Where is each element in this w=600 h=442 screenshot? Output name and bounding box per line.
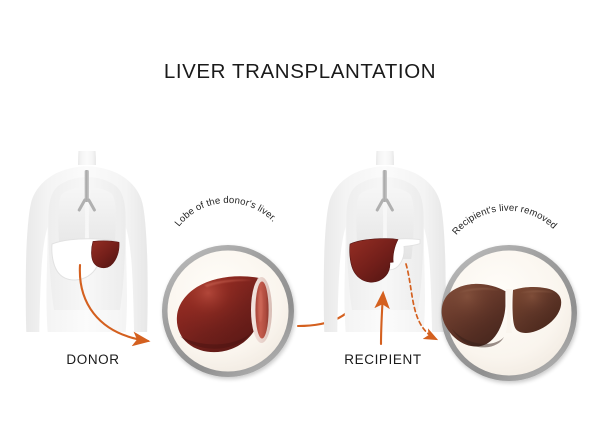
arrow-into-recipient-liver <box>374 290 390 346</box>
recipient-trachea <box>382 170 387 202</box>
donor-lobe-specimen <box>176 276 272 353</box>
callout-donor-lobe: Lobe of the donor's liver. <box>162 195 294 377</box>
recipient-transplanted-lobe <box>349 238 399 283</box>
removed-liver-right-sheen <box>520 290 554 293</box>
removed-liver-left-highlight <box>441 283 506 347</box>
donor-lobe-cut-highlight <box>258 290 263 322</box>
recipient-neck <box>376 151 395 165</box>
donor-torso <box>25 151 148 332</box>
donor-role-label: DONOR <box>66 352 119 367</box>
removed-liver-right-highlight <box>512 286 562 333</box>
figure-title: LIVER TRANSPLANTATION <box>164 60 436 83</box>
removed-liver-left-sheen <box>458 288 500 293</box>
recipient-role-label: RECIPIENT <box>344 352 421 367</box>
donor-lobe-inferior-margin <box>180 333 251 349</box>
removed-liver-left-margin <box>452 329 504 348</box>
donor-neck <box>78 151 97 165</box>
recipient-bronchi <box>375 198 394 212</box>
arrow-donor-to-callout <box>78 263 151 347</box>
donor-bronchi <box>77 198 96 212</box>
removed-liver-separation-gap <box>506 289 512 333</box>
arrow-recipient-to-removed <box>405 263 439 341</box>
donor-donated-lobe <box>91 240 120 269</box>
removed-liver-specimen <box>441 283 562 348</box>
donor-lobe-highlight <box>176 276 259 353</box>
donor-trachea <box>84 170 89 202</box>
callout-recipient-removed: Recipient's liver removed <box>441 203 577 381</box>
donor-lobe-sheen-streak <box>204 279 253 288</box>
recipient-torso <box>323 151 446 332</box>
